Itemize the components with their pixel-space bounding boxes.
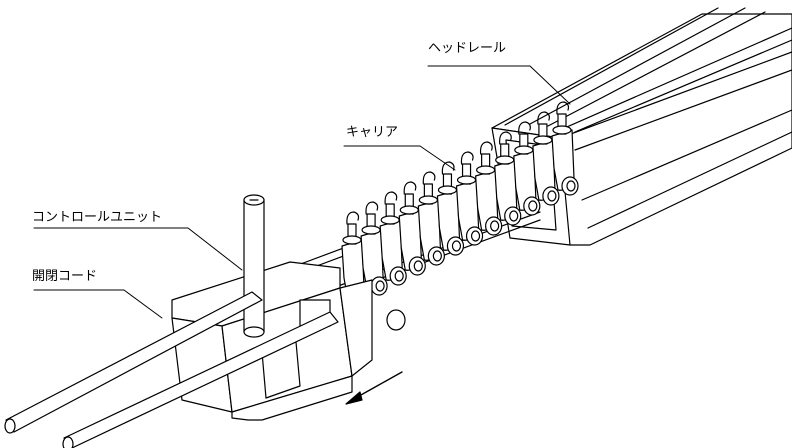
label-head-rail: ヘッドレール <box>428 41 507 56</box>
leader-lines <box>33 65 571 319</box>
direction-arrow <box>345 371 403 405</box>
carrier-unit <box>379 191 407 286</box>
carrier-unit <box>398 181 426 276</box>
carrier-unit <box>417 171 445 266</box>
carrier-unit <box>513 121 541 216</box>
carrier-unit <box>360 201 388 296</box>
carrier-unit <box>475 141 503 236</box>
carrier-unit <box>436 161 465 256</box>
carrier-unit <box>494 131 522 226</box>
carrier-roller <box>386 309 406 331</box>
open-close-cords <box>4 291 339 448</box>
label-control-unit: コントロールユニット <box>32 210 163 225</box>
carrier-unit <box>551 101 579 196</box>
carrier-unit <box>532 111 560 206</box>
carrier-unit <box>455 151 484 246</box>
label-open-close-cord: 開閉コード <box>32 269 98 284</box>
label-carrier: キャリア <box>346 125 399 140</box>
